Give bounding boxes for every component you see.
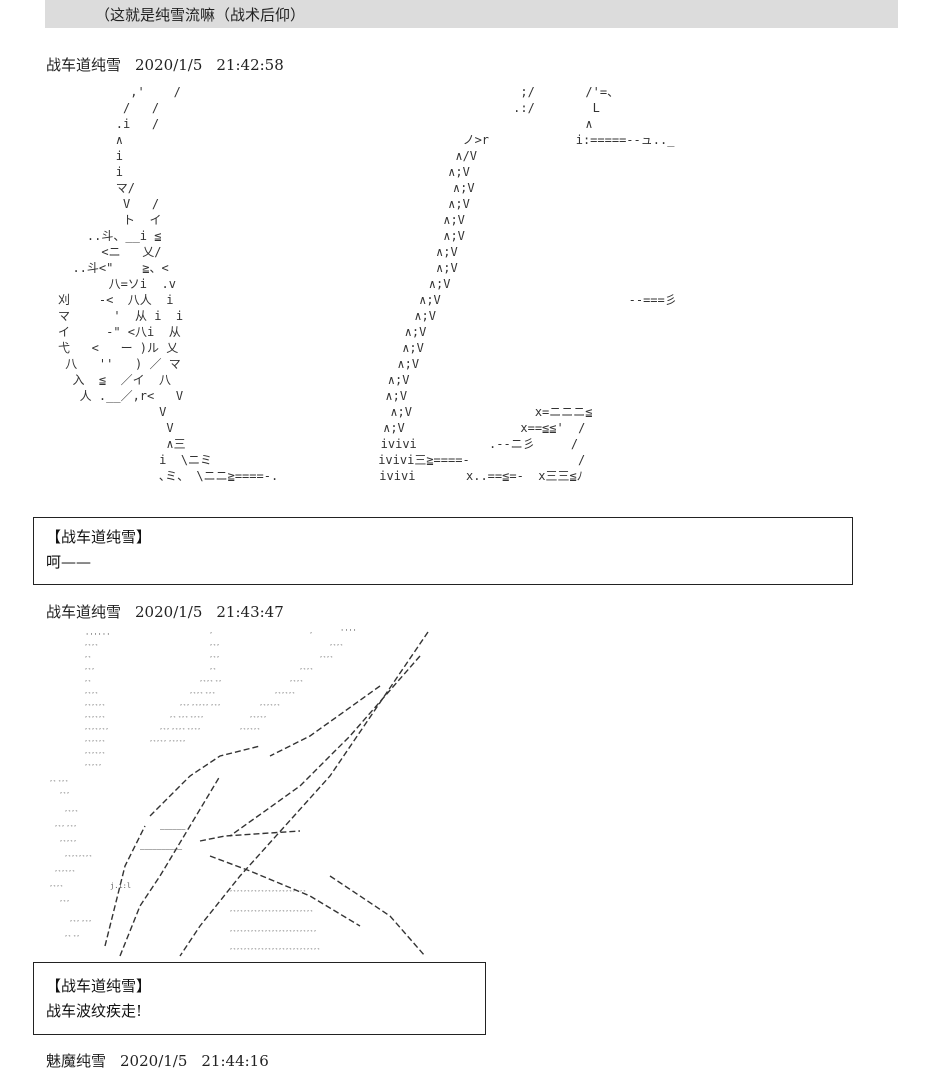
svg-text:ﾞﾞﾞ ﾞﾞﾞ: ﾞﾞﾞ ﾞﾞﾞ	[70, 920, 93, 928]
svg-text:ﾞ: ﾞ	[210, 632, 214, 640]
dialog-box-1: 【战车道纯雪】 呵——	[33, 517, 853, 585]
svg-text:ﾞﾞﾞﾞﾞﾞﾞﾞﾞﾞﾞﾞﾞﾞﾞﾞﾞﾞﾞﾞﾞﾞﾞﾞ: ﾞﾞﾞﾞﾞﾞﾞﾞﾞﾞﾞﾞﾞﾞﾞﾞﾞﾞﾞﾞﾞﾞﾞﾞ	[230, 910, 314, 918]
svg-text:ﾞﾞﾞﾞﾞﾞﾞﾞﾞﾞﾞﾞﾞﾞﾞﾞﾞﾞﾞﾞﾞﾞﾞﾞﾞﾞ: ﾞﾞﾞﾞﾞﾞﾞﾞﾞﾞﾞﾞﾞﾞﾞﾞﾞﾞﾞﾞﾞﾞﾞﾞﾞﾞ	[230, 948, 321, 956]
svg-text:ﾞﾞﾞ: ﾞﾞﾞ	[210, 656, 221, 664]
post-date: 2020/1/5	[120, 1052, 188, 1070]
post-header-1: 战车道纯雪 2020/1/5 21:42:58	[46, 54, 284, 75]
post-time: 21:43:47	[216, 603, 284, 621]
post-author: 魅魔纯雪	[46, 1052, 107, 1070]
svg-text:――――――――――: ――――――――――	[140, 845, 183, 853]
svg-text:ﾞﾞﾞﾞﾞﾞ: ﾞﾞﾞﾞﾞﾞ	[55, 870, 76, 878]
svg-text:ﾞﾞﾞ ﾞﾞﾞ: ﾞﾞﾞ ﾞﾞﾞ	[55, 825, 78, 833]
dialog-speaker: 【战车道纯雪】	[46, 528, 152, 546]
post-date: 2020/1/5	[135, 603, 203, 621]
svg-text:ﾞﾞﾞ ﾞﾞﾞﾞ ﾞﾞﾞﾞ: ﾞﾞﾞ ﾞﾞﾞﾞ ﾞﾞﾞﾞ	[160, 728, 202, 736]
svg-text:ﾞﾞﾞﾞ ﾞﾞﾞ: ﾞﾞﾞﾞ ﾞﾞﾞ	[190, 692, 216, 700]
svg-text:ﾞﾞﾞﾞ: ﾞﾞﾞﾞ	[85, 644, 99, 652]
svg-text:ﾞﾞﾞ: ﾞﾞﾞ	[60, 792, 71, 800]
svg-text:ﾞﾞﾞﾞﾞﾞ: ﾞﾞﾞﾞﾞﾞ	[240, 728, 261, 736]
svg-text:ﾞﾞﾞﾞ: ﾞﾞﾞﾞ	[290, 680, 304, 688]
svg-text:ﾞﾞ ﾞﾞﾞ ﾞﾞﾞﾞ: ﾞﾞ ﾞﾞﾞ ﾞﾞﾞﾞ	[170, 716, 205, 724]
top-caption-bar: （这就是纯雪流嘛（战术后仰）	[45, 0, 898, 28]
post-author: 战车道纯雪	[46, 56, 122, 74]
svg-text:ﾞﾞﾞﾞ ﾞﾞ: ﾞﾞﾞﾞ ﾞﾞ	[200, 680, 223, 688]
dialog-line: 呵——	[46, 553, 92, 571]
post-time: 21:42:58	[216, 56, 284, 74]
svg-text:ﾞﾞ: ﾞﾞ	[210, 668, 217, 676]
post-header-2: 战车道纯雪 2020/1/5 21:43:47	[46, 601, 284, 622]
svg-text:ﾞﾞﾞﾞﾞﾞﾞ: ﾞﾞﾞﾞﾞﾞﾞ	[85, 728, 110, 736]
svg-text:ﾞ: ﾞ	[310, 632, 314, 640]
svg-text:ﾞﾞﾞ ﾞﾞﾞﾞﾞ ﾞﾞﾞ: ﾞﾞﾞ ﾞﾞﾞﾞﾞ ﾞﾞﾞ	[180, 704, 222, 712]
svg-text:ﾞﾞﾞﾞﾞﾞ: ﾞﾞﾞﾞﾞﾞ	[275, 692, 296, 700]
svg-text:ﾞﾞﾞﾞ: ﾞﾞﾞﾞ	[85, 692, 99, 700]
svg-text:ﾞﾞﾞﾞﾞ: ﾞﾞﾞﾞﾞ	[60, 840, 78, 848]
dialog-box-2: 【战车道纯雪】 战车波纹疾走!	[33, 962, 486, 1035]
svg-text:ﾞﾞﾞﾞﾞﾞﾞﾞﾞﾞﾞﾞﾞﾞﾞﾞﾞﾞﾞﾞﾞﾞ: ﾞﾞﾞﾞﾞﾞﾞﾞﾞﾞﾞﾞﾞﾞﾞﾞﾞﾞﾞﾞﾞﾞ	[230, 890, 307, 898]
svg-text:j.i:l: j.i:l	[110, 882, 131, 890]
svg-text:ﾞﾞ ﾞﾞ: ﾞﾞ ﾞﾞ	[65, 935, 81, 943]
post-time: 21:44:16	[201, 1052, 269, 1070]
svg-text:ﾞﾞﾞﾞﾞ: ﾞﾞﾞﾞﾞ	[250, 716, 268, 724]
svg-text:ﾞﾞﾞﾞﾞﾞ: ﾞﾞﾞﾞﾞﾞ	[85, 752, 106, 760]
svg-text:ﾞﾞﾞﾞﾞ: ﾞﾞﾞﾞﾞ	[85, 764, 103, 772]
ascii-art-ripple-dash: ''''''ﾞﾞﾞﾞ ﾞﾞﾞﾞﾞ ﾞﾞﾞﾞﾞﾞ ﾞﾞﾞﾞﾞﾞﾞﾞﾞﾞﾞﾞ ﾞﾞﾞ…	[50, 626, 435, 962]
top-caption: （这就是纯雪流嘛（战术后仰）	[95, 6, 306, 24]
svg-text:ﾞﾞﾞﾞﾞﾞﾞﾞﾞﾞﾞﾞﾞﾞﾞﾞﾞﾞﾞﾞﾞﾞﾞﾞﾞ: ﾞﾞﾞﾞﾞﾞﾞﾞﾞﾞﾞﾞﾞﾞﾞﾞﾞﾞﾞﾞﾞﾞﾞﾞﾞ	[230, 930, 318, 938]
svg-text:――――――: ――――――	[160, 825, 186, 833]
svg-text:ﾞﾞ: ﾞﾞ	[85, 656, 92, 664]
svg-text:ﾞﾞﾞﾞﾞﾞ: ﾞﾞﾞﾞﾞﾞ	[85, 716, 106, 724]
svg-text:ﾞﾞﾞ: ﾞﾞﾞ	[210, 644, 221, 652]
svg-text:ﾞﾞﾞﾞﾞﾞ: ﾞﾞﾞﾞﾞﾞ	[260, 704, 281, 712]
svg-text:ﾞﾞﾞ: ﾞﾞﾞ	[60, 900, 71, 908]
svg-text:ﾞﾞﾞﾞ: ﾞﾞﾞﾞ	[65, 810, 79, 818]
svg-text:ﾞﾞﾞﾞ: ﾞﾞﾞﾞ	[320, 656, 334, 664]
svg-text:ﾞﾞﾞ: ﾞﾞﾞ	[85, 668, 96, 676]
dialog-speaker: 【战车道纯雪】	[46, 977, 152, 995]
svg-text:'''': ''''	[340, 628, 357, 636]
ascii-art-lines: ,' / ;/ /'=、 / / .:/ L .i /	[58, 85, 677, 483]
dialog-line: 战车波纹疾走!	[46, 1002, 143, 1020]
post-author: 战车道纯雪	[46, 603, 122, 621]
post-header-3: 魅魔纯雪 2020/1/5 21:44:16	[46, 1050, 269, 1071]
svg-text:ﾞﾞﾞﾞﾞﾞﾞﾞ: ﾞﾞﾞﾞﾞﾞﾞﾞ	[65, 855, 93, 863]
svg-text:ﾞﾞﾞﾞﾞﾞ: ﾞﾞﾞﾞﾞﾞ	[85, 704, 106, 712]
svg-text:ﾞﾞﾞﾞ: ﾞﾞﾞﾞ	[330, 644, 344, 652]
svg-text:ﾞﾞ: ﾞﾞ	[85, 680, 92, 688]
post-date: 2020/1/5	[135, 56, 203, 74]
svg-text:ﾞﾞ ﾞﾞﾞ: ﾞﾞ ﾞﾞﾞ	[50, 780, 69, 788]
svg-text:ﾞﾞﾞﾞ: ﾞﾞﾞﾞ	[300, 668, 314, 676]
svg-text:ﾞﾞﾞﾞﾞ ﾞﾞﾞﾞﾞ: ﾞﾞﾞﾞﾞ ﾞﾞﾞﾞﾞ	[150, 740, 187, 748]
ripple-dash-strokes: ''''''ﾞﾞﾞﾞ ﾞﾞﾞﾞﾞ ﾞﾞﾞﾞﾞﾞ ﾞﾞﾞﾞﾞﾞﾞﾞﾞﾞﾞﾞ ﾞﾞﾞ…	[50, 628, 429, 957]
svg-text:'''''': ''''''	[85, 632, 110, 640]
ascii-art-tank-scene: ,' / ;/ /'=、 / / .:/ L .i /	[58, 84, 768, 502]
svg-text:ﾞﾞﾞﾞ: ﾞﾞﾞﾞ	[50, 885, 64, 893]
svg-text:ﾞﾞﾞﾞﾞﾞ: ﾞﾞﾞﾞﾞﾞ	[85, 740, 106, 748]
